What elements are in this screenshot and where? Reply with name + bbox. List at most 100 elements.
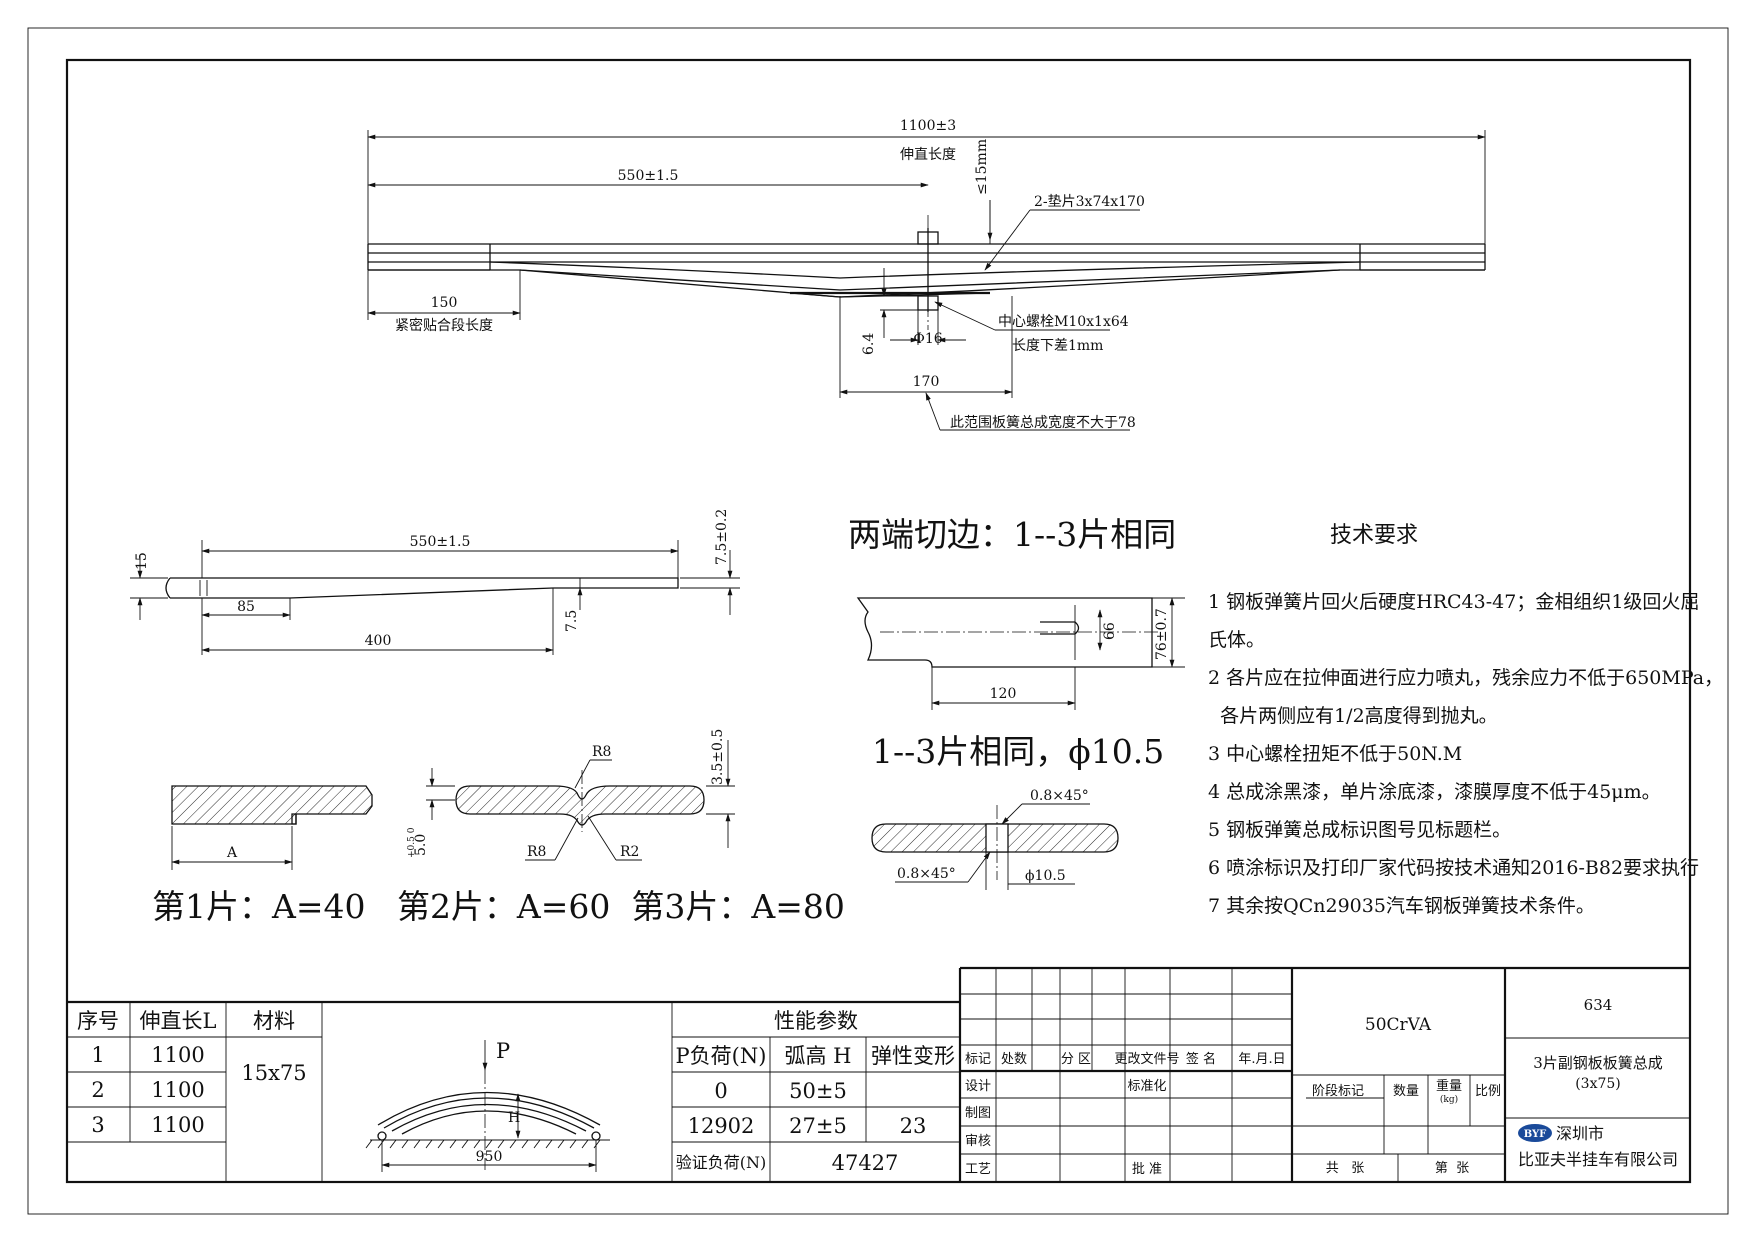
leaf-thick-dim: 15 bbox=[134, 552, 150, 570]
tech-line-9: 7 其余按QCn29035汽车钢板弹簧技术条件。 bbox=[1208, 895, 1595, 917]
half-length-dim: 550±1.5 bbox=[618, 168, 679, 184]
perf-row-1-arc: 50±5 bbox=[789, 1079, 847, 1103]
title-approve: 批 准 bbox=[1132, 1162, 1162, 1177]
hole-chamfer-top: 0.8×45° bbox=[1030, 788, 1089, 804]
title-material: 50CrVA bbox=[1365, 1015, 1432, 1035]
end-width-dim: 76±0.7 bbox=[1154, 608, 1170, 660]
bolt-label: 中心螺栓M10x1x64 bbox=[998, 314, 1129, 330]
section-caption: 第1片：A=40 第2片：A=60 第3片：A=80 bbox=[152, 887, 845, 926]
tech-line-7: 5 钢板弹簧总成标识图号见标题栏。 bbox=[1208, 819, 1511, 841]
performance-table: 性能参数 P负荷(N) 弧高 H 弹性变形 0 50±5 12902 27±5 … bbox=[365, 1002, 960, 1182]
pad-label: 2-垫片3x74x170 bbox=[1034, 194, 1145, 210]
title-stage: 阶段标记 bbox=[1312, 1084, 1364, 1099]
end-slot-dim: 66 bbox=[1102, 622, 1118, 640]
title-scale: 比例 bbox=[1475, 1084, 1501, 1099]
section-small-tol: +0.5 0 bbox=[407, 827, 417, 858]
title-mark-6: 年.月.日 bbox=[1238, 1052, 1285, 1067]
leaf-taper-end-dim: 7.5 bbox=[564, 610, 580, 632]
perf-verify-label: 验证负荷(N) bbox=[676, 1153, 767, 1172]
leaf-end-thick-dim: 7.5±0.2 bbox=[714, 509, 730, 565]
end-cut-view: 两端切边：1--3片相同 66 76±0.7 120 bbox=[848, 515, 1185, 710]
perf-header-arc: 弧高 H bbox=[785, 1044, 852, 1068]
tech-title: 技术要求 bbox=[1330, 523, 1418, 548]
section-thick-tol: 3.5±0.5 bbox=[710, 729, 726, 785]
title-process: 工艺 bbox=[965, 1162, 991, 1177]
title-name-2: (3x75) bbox=[1575, 1076, 1621, 1092]
radius-right: R2 bbox=[620, 844, 639, 860]
title-mark-3: 分 区 bbox=[1061, 1052, 1091, 1067]
bolt-note: 长度下差1mm bbox=[1012, 338, 1103, 354]
tight-length-label: 紧密贴合段长度 bbox=[395, 317, 493, 334]
total-length-dim: 1100±3 bbox=[900, 118, 956, 134]
perf-header-load: P负荷(N) bbox=[676, 1044, 767, 1068]
title-mark-2: 处数 bbox=[1001, 1052, 1027, 1067]
parts-row-2-length: 1100 bbox=[151, 1078, 204, 1102]
title-mark-1: 标记 bbox=[965, 1052, 991, 1067]
spring-sketch: P H 950 bbox=[365, 1039, 610, 1172]
perf-row-2-arc: 27±5 bbox=[789, 1114, 847, 1138]
perf-header-deform: 弹性变形 bbox=[871, 1044, 955, 1068]
hole-chamfer-bottom: 0.8×45° bbox=[897, 866, 956, 882]
parts-material: 15x75 bbox=[241, 1061, 306, 1085]
leaf-taper-length: 400 bbox=[365, 633, 392, 649]
max-gap-dim: ≤15mm bbox=[974, 139, 990, 195]
logo-text: BYF bbox=[1524, 1129, 1547, 1140]
title-company-city: 深圳市 bbox=[1556, 1124, 1604, 1143]
radius-left: R8 bbox=[527, 844, 546, 860]
end-cut-title: 两端切边：1--3片相同 bbox=[848, 515, 1176, 554]
tight-length-dim: 150 bbox=[431, 295, 458, 311]
hole-title: 1--3片相同，ϕ10.5 bbox=[872, 732, 1164, 771]
leaf-half-length: 550±1.5 bbox=[410, 534, 471, 550]
title-draw: 制图 bbox=[965, 1106, 991, 1121]
width-note: 此范围板簧总成宽度不大于78 bbox=[950, 414, 1136, 431]
arc-h-label: H bbox=[508, 1110, 520, 1126]
parts-table: 序号 伸直长L 材料 1 1100 2 1100 3 1100 15x75 bbox=[67, 1000, 960, 1182]
title-qty: 数量 bbox=[1393, 1084, 1419, 1099]
parts-row-1-no: 1 bbox=[91, 1043, 104, 1067]
perf-verify-value: 47427 bbox=[832, 1151, 899, 1175]
title-weight: 重量 bbox=[1436, 1078, 1462, 1094]
tech-line-8: 6 喷涂标识及打印厂家代码按技术通知2016-B82要求执行 bbox=[1208, 857, 1699, 879]
bolt-dia-dim: Φ16 bbox=[913, 331, 942, 347]
title-weight-unit: (kg) bbox=[1440, 1094, 1458, 1105]
title-block: 标记 处数 分 区 更改文件号 签 名 年.月.日 设计 制图 审核 工艺 标准… bbox=[958, 966, 1690, 1182]
bolt-height-dim: 6.4 bbox=[861, 333, 877, 355]
width-range-dim: 170 bbox=[913, 374, 940, 390]
hole-dia-dim: ϕ10.5 bbox=[1025, 868, 1066, 884]
title-design: 设计 bbox=[965, 1079, 991, 1094]
tech-requirements: 技术要求 1 钢板弹簧片回火后硬度HRC43-47；金相组织1级回火屈 氏体。 … bbox=[1208, 523, 1723, 917]
inner-frame bbox=[65, 58, 1692, 1184]
radius-top: R8 bbox=[592, 744, 611, 760]
section-views: A R8 R8 R2 3.5±0.5 5.0 +0.5 0 第1片：A=40 第… bbox=[152, 729, 845, 926]
title-mark-5: 签 名 bbox=[1186, 1051, 1216, 1067]
tech-line-5: 3 中心螺栓扭矩不低于50N.M bbox=[1208, 743, 1462, 765]
perf-row-1-load: 0 bbox=[714, 1079, 727, 1103]
perf-row-2-load: 12902 bbox=[688, 1114, 755, 1138]
tech-line-6: 4 总成涂黑漆，单片涂底漆，漆膜厚度不低于45μm。 bbox=[1208, 781, 1661, 803]
perf-title: 性能参数 bbox=[774, 1009, 858, 1033]
hole-view: 1--3片相同，ϕ10.5 0.8×45° 0.8×45° ϕ10.5 bbox=[871, 732, 1164, 890]
title-standard: 标准化 bbox=[1127, 1079, 1166, 1094]
load-p-label: P bbox=[496, 1039, 510, 1063]
title-company-name: 比亚夫半挂车有限公司 bbox=[1518, 1150, 1678, 1169]
title-sheet-no: 第 张 bbox=[1435, 1161, 1469, 1176]
title-name-1: 3片副钢板板簧总成 bbox=[1533, 1054, 1663, 1072]
title-sheets-total: 共 张 bbox=[1326, 1161, 1364, 1176]
main-view: 1100±3 伸直长度 550±1.5 ≤15mm 2-垫片3x74x170 1… bbox=[367, 118, 1486, 431]
perf-row-2-deform: 23 bbox=[900, 1114, 927, 1138]
outer-frame bbox=[27, 27, 1729, 1215]
title-mark-4: 更改文件号 bbox=[1114, 1052, 1179, 1067]
tech-line-3: 2 各片应在拉伸面进行应力喷丸，残余应力不低于650MPa， bbox=[1208, 667, 1723, 689]
parts-row-2-no: 2 bbox=[91, 1078, 104, 1102]
parts-row-3-no: 3 bbox=[91, 1113, 104, 1137]
title-drawing-no: 634 bbox=[1584, 996, 1613, 1014]
section-small-dim: 5.0 bbox=[413, 834, 429, 856]
end-length-dim: 120 bbox=[990, 686, 1017, 702]
company-logo: BYF bbox=[1518, 1124, 1552, 1142]
parts-header-material: 材料 bbox=[253, 1009, 295, 1033]
parts-row-1-length: 1100 bbox=[151, 1043, 204, 1067]
tech-line-1: 1 钢板弹簧片回火后硬度HRC43-47；金相组织1级回火屈 bbox=[1208, 591, 1699, 613]
tech-line-4: 各片两侧应有1/2高度得到抛丸。 bbox=[1208, 705, 1498, 727]
leaf-detail: 550±1.5 15 7.5±0.2 85 400 7.5 bbox=[130, 509, 740, 655]
